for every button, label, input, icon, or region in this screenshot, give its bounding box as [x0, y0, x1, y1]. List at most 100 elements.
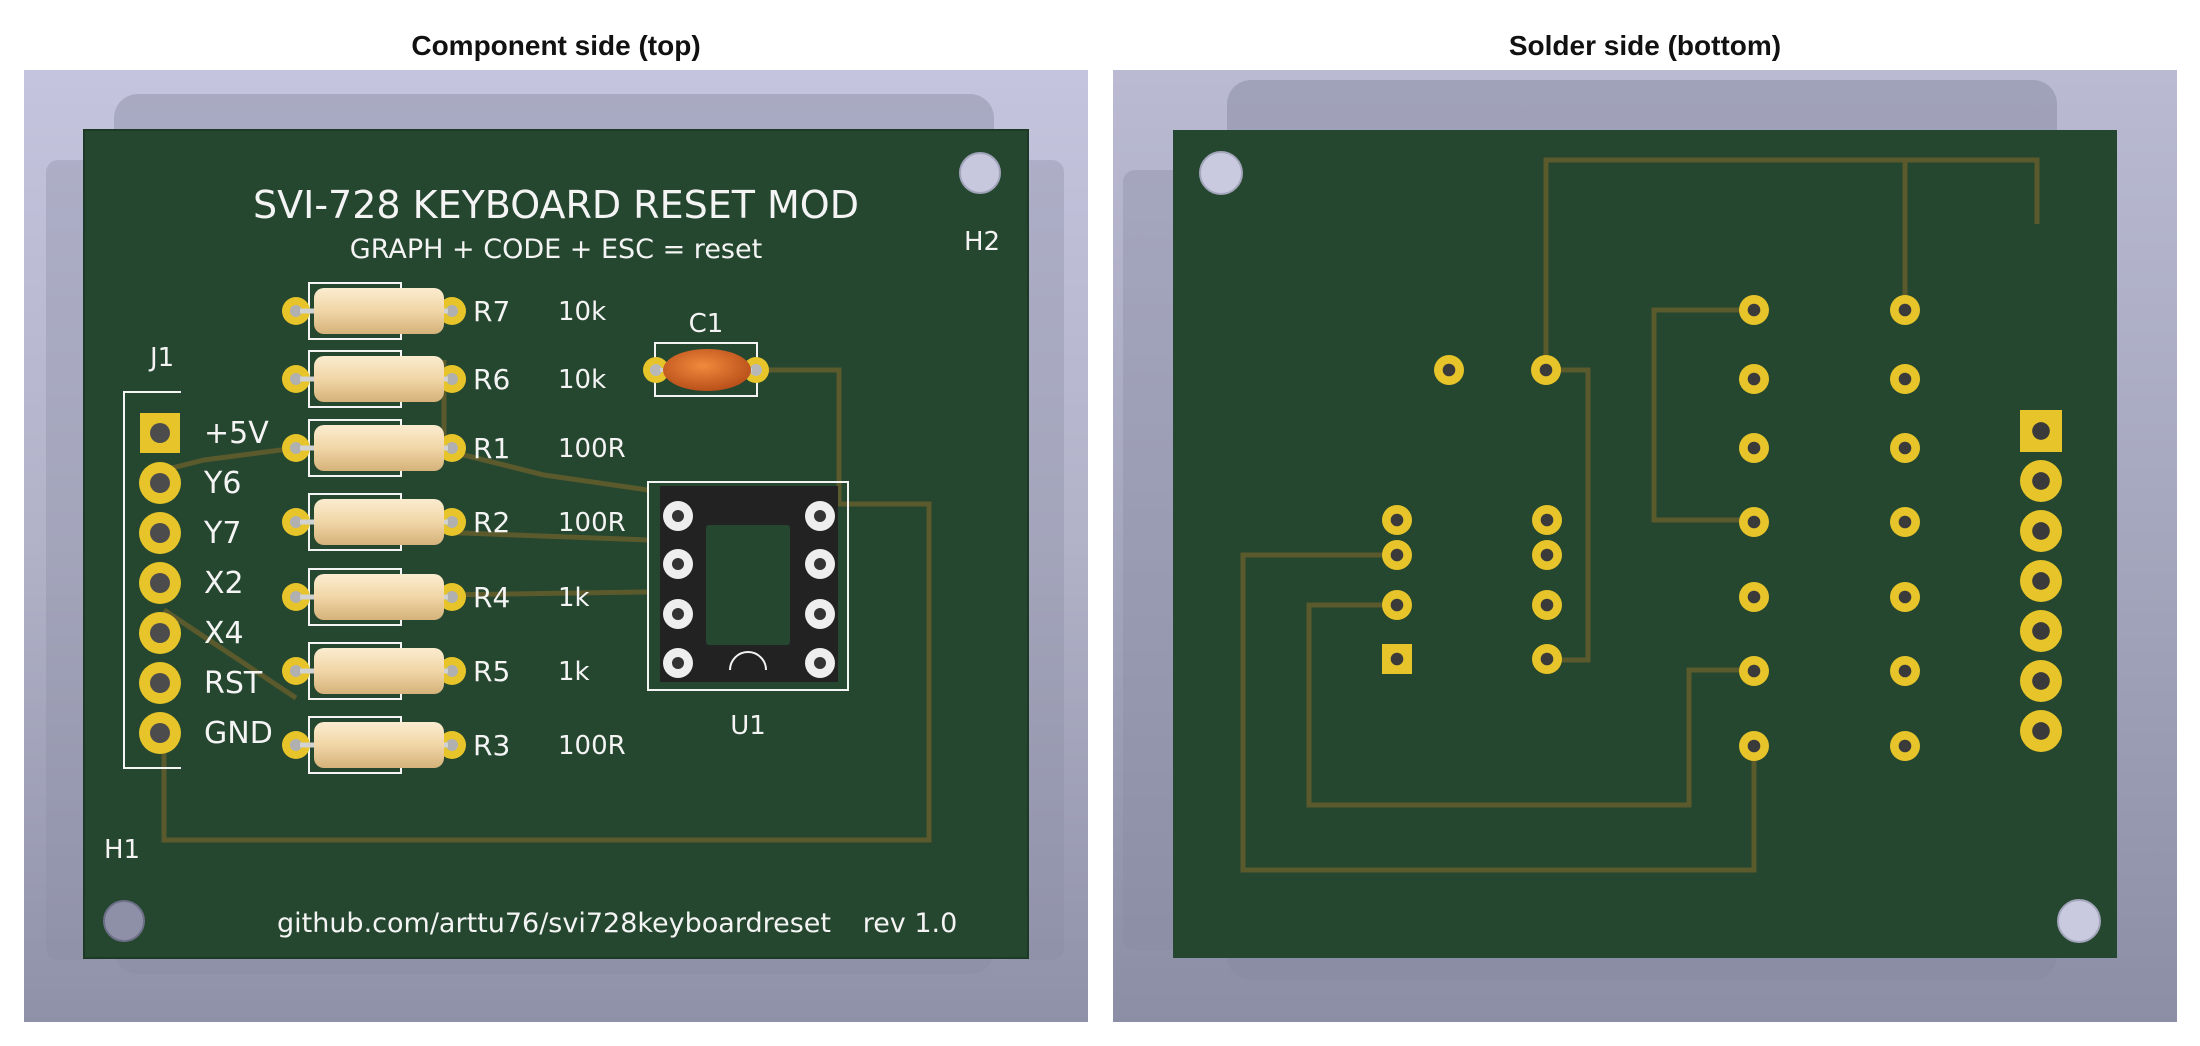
- trace-y6: [163, 445, 297, 473]
- mounting-hole-h1: [2057, 899, 2101, 943]
- j1-solder-pad-drill: [2032, 672, 2050, 690]
- trace-cap: [739, 367, 842, 504]
- panel-title-bottom: Solder side (bottom): [1508, 30, 1782, 61]
- resistor-solder-pad-drill: [1747, 441, 1761, 455]
- resistor-r7: R7 10k: [282, 282, 606, 340]
- resistor-value-label: 10k: [558, 297, 606, 327]
- resistor-solder-pad-drill: [1898, 590, 1912, 604]
- resistor-value-label: 10k: [558, 365, 606, 395]
- u1-pin-hole: [672, 558, 684, 570]
- j1-pad-drill: [150, 573, 170, 593]
- ic-solder-pad-drill: [1390, 652, 1404, 666]
- resistor-body: [314, 499, 444, 545]
- pcb-board: [84, 130, 1028, 958]
- j1-pin-label: Y6: [203, 466, 241, 501]
- resistor-value-label: 1k: [558, 583, 590, 613]
- cap-solder-pad-drill: [1442, 363, 1456, 377]
- resistor-solder-pad-drill: [1898, 441, 1912, 455]
- u1-pins: [663, 501, 835, 678]
- resistor-ref-label: R5: [473, 655, 510, 688]
- resistor-body: [314, 722, 444, 768]
- j1-solder-pad-drill: [2032, 522, 2050, 540]
- j1-pad-drill: [150, 673, 170, 693]
- j1-solder-pad-drill: [2032, 572, 2050, 590]
- resistor-ref-label: R2: [473, 506, 510, 539]
- resistor-solder-pad-drill: [1898, 303, 1912, 317]
- c1-body: [663, 349, 751, 391]
- capacitor-c1: C1: [643, 309, 769, 397]
- resistor-solder-pad-drill: [1747, 664, 1761, 678]
- board-footer-rev: rev 1.0: [863, 908, 958, 939]
- cap-solder-pad-drill: [1539, 363, 1553, 377]
- j1-pin-label: Y7: [203, 516, 241, 551]
- resistor-solder-pad-drill: [1747, 372, 1761, 386]
- mounting-hole-h1: [103, 900, 145, 942]
- ic-solder-pad-drill: [1540, 652, 1554, 666]
- resistor-solder-pad-drill: [1747, 303, 1761, 317]
- u1-pin-hole: [672, 510, 684, 522]
- resistor-pad-drill: [446, 373, 458, 385]
- solder-side-view: [1113, 70, 2177, 1022]
- trace-gnd: [161, 501, 932, 843]
- j1-solder-pad-drill: [2032, 422, 2050, 440]
- ic-solder-pad-drill: [1540, 513, 1554, 527]
- resistor-r5: R5 1k: [282, 642, 590, 700]
- u1-notch: [729, 651, 767, 671]
- resistor-ref-label: R1: [473, 432, 510, 465]
- traces-top: [161, 360, 932, 843]
- trace-mid: [1546, 367, 1591, 663]
- j1-pad-drill: [150, 473, 170, 493]
- trace-inner: [1306, 602, 1754, 808]
- resistor-ref-label: R6: [473, 363, 510, 396]
- resistor-ref-label: R3: [473, 729, 510, 762]
- resistor-pad-drill: [446, 516, 458, 528]
- trace-r1: [441, 360, 649, 493]
- j1-pad-drill: [150, 423, 170, 443]
- j1-solder-pad-drill: [2032, 622, 2050, 640]
- resistor-body: [314, 425, 444, 471]
- resistor-value-label: 1k: [558, 657, 590, 687]
- board-heading: SVI-728 KEYBOARD RESET MOD: [253, 183, 859, 227]
- c1-pad-drill: [650, 364, 662, 376]
- trace-r4: [435, 589, 649, 598]
- j1-solder-pad-drill: [2032, 722, 2050, 740]
- resistor-value-label: 100R: [558, 508, 626, 538]
- j1-outline: [123, 391, 181, 769]
- resistor-body: [314, 574, 444, 620]
- pcb-edge: [83, 129, 1029, 959]
- resistor-solder-pad-drill: [1898, 664, 1912, 678]
- j1-pad-drill: [150, 723, 170, 743]
- ic-solder-pad-drill: [1540, 548, 1554, 562]
- resistor-pad-drill: [290, 373, 302, 385]
- u1-socket-window: [706, 525, 790, 645]
- trace-gnd2: [162, 607, 298, 701]
- j1-pin-label: +5V: [204, 416, 269, 451]
- resistor-r6: R6 10k: [282, 350, 606, 408]
- label-u1: U1: [730, 711, 766, 741]
- mounting-hole-h2: [959, 152, 1001, 194]
- resistor-value-label: 100R: [558, 731, 626, 761]
- label-j1: J1: [148, 343, 174, 373]
- resistor-r2: R2 100R: [282, 493, 626, 551]
- resistor-solder-pad-drill: [1898, 372, 1912, 386]
- resistor-solder-pad-drill: [1898, 739, 1912, 753]
- resistor-pad-drill: [290, 665, 302, 677]
- resistor-pad-drill: [446, 442, 458, 454]
- u1-pin-hole: [814, 510, 826, 522]
- j1-pad-drill: [150, 623, 170, 643]
- j1-solder-pad-drill: [2032, 472, 2050, 490]
- ic-u1: U1: [647, 481, 849, 741]
- u1-pin-hole: [814, 558, 826, 570]
- trace-loop: [1651, 307, 1754, 523]
- resistor-pad-drill: [290, 305, 302, 317]
- label-h1: H1: [104, 835, 140, 865]
- mounting-hole-h2: [1199, 151, 1243, 195]
- resistor-solder-pad-drill: [1747, 515, 1761, 529]
- ic-solder-pad-drill: [1540, 598, 1554, 612]
- ic-solder-pad-drill: [1390, 548, 1404, 562]
- resistor-body: [314, 648, 444, 694]
- resistor-ref-label: R7: [473, 295, 510, 328]
